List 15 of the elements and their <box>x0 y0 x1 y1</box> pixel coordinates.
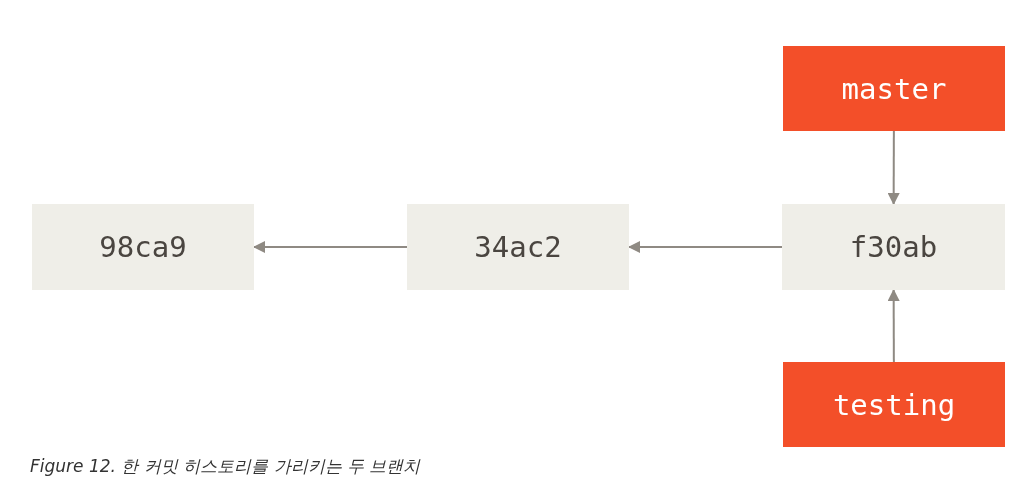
arrow <box>628 241 783 253</box>
arrow <box>253 241 408 253</box>
branch-name: master <box>841 71 947 106</box>
commit-box <box>32 204 254 290</box>
commit-box <box>407 204 629 290</box>
arrow <box>887 289 900 363</box>
figure-caption: Figure 12. 한 커밋 히스토리를 가리키는 두 브랜치 <box>30 455 421 478</box>
branch-label-box <box>783 362 1005 447</box>
commit-box <box>782 204 1005 290</box>
branch-name: testing <box>832 387 956 422</box>
commit-hash: f30ab <box>849 230 938 264</box>
branch-label-box <box>783 46 1005 131</box>
commit-hash: 34ac2 <box>474 230 562 264</box>
commit-hash: 98ca9 <box>99 230 187 264</box>
arrow <box>887 130 900 205</box>
